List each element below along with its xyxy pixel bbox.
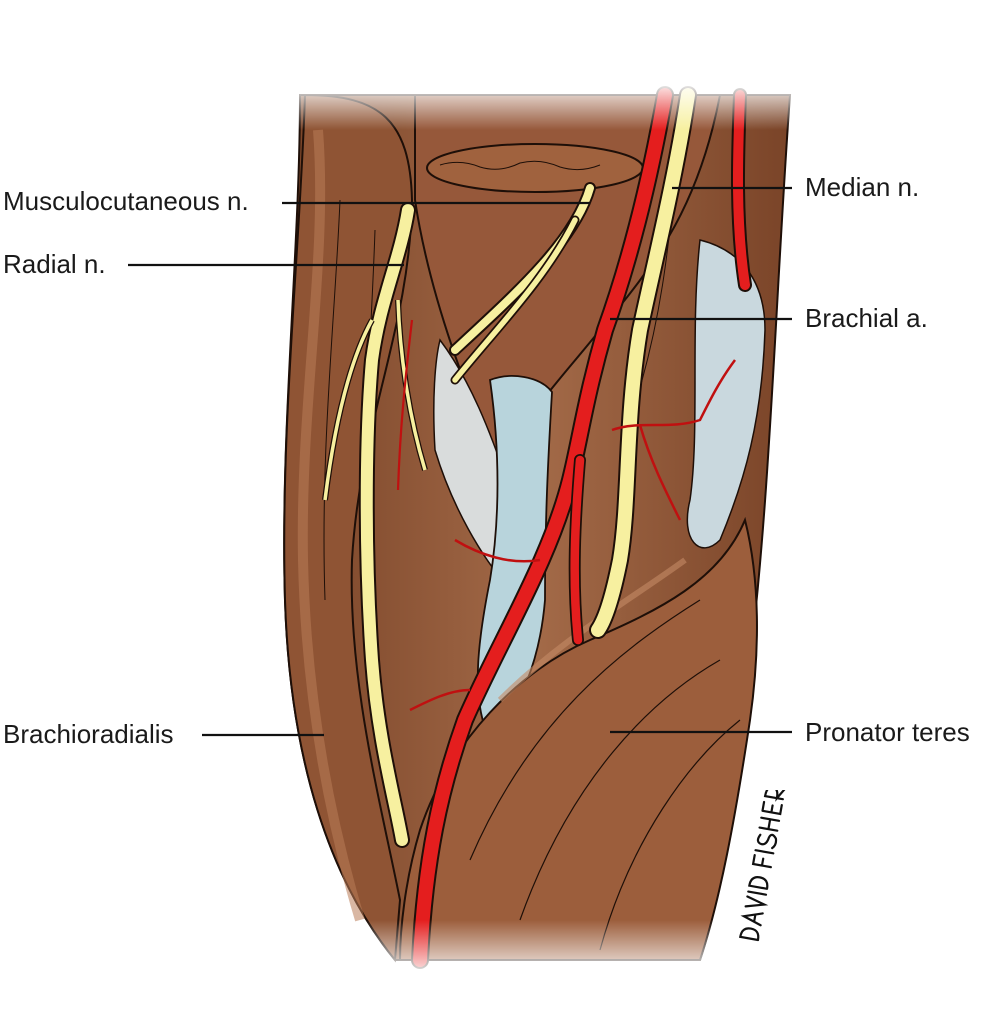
label-radial-nerve: Radial n. — [3, 249, 106, 279]
label-pronator-teres: Pronator teres — [805, 717, 970, 747]
radial-nerve — [322, 202, 428, 848]
label-musculocutaneous-nerve: Musculocutaneous n. — [3, 186, 249, 216]
label-median-nerve: Median n. — [805, 172, 920, 202]
label-brachial-artery: Brachial a. — [805, 303, 928, 333]
median-nerve — [589, 86, 697, 639]
biceps-cut-section — [426, 143, 644, 193]
label-brachioradialis: Brachioradialis — [3, 719, 174, 749]
bicipital-aponeurosis — [686, 239, 766, 549]
leader-lines — [128, 186, 792, 737]
musculocutaneous-nerve — [449, 182, 596, 385]
pronator-teres-muscle — [398, 516, 758, 961]
brachial-artery — [396, 86, 737, 969]
artist-signature — [738, 790, 786, 942]
brachioradialis-highlight — [297, 129, 365, 922]
